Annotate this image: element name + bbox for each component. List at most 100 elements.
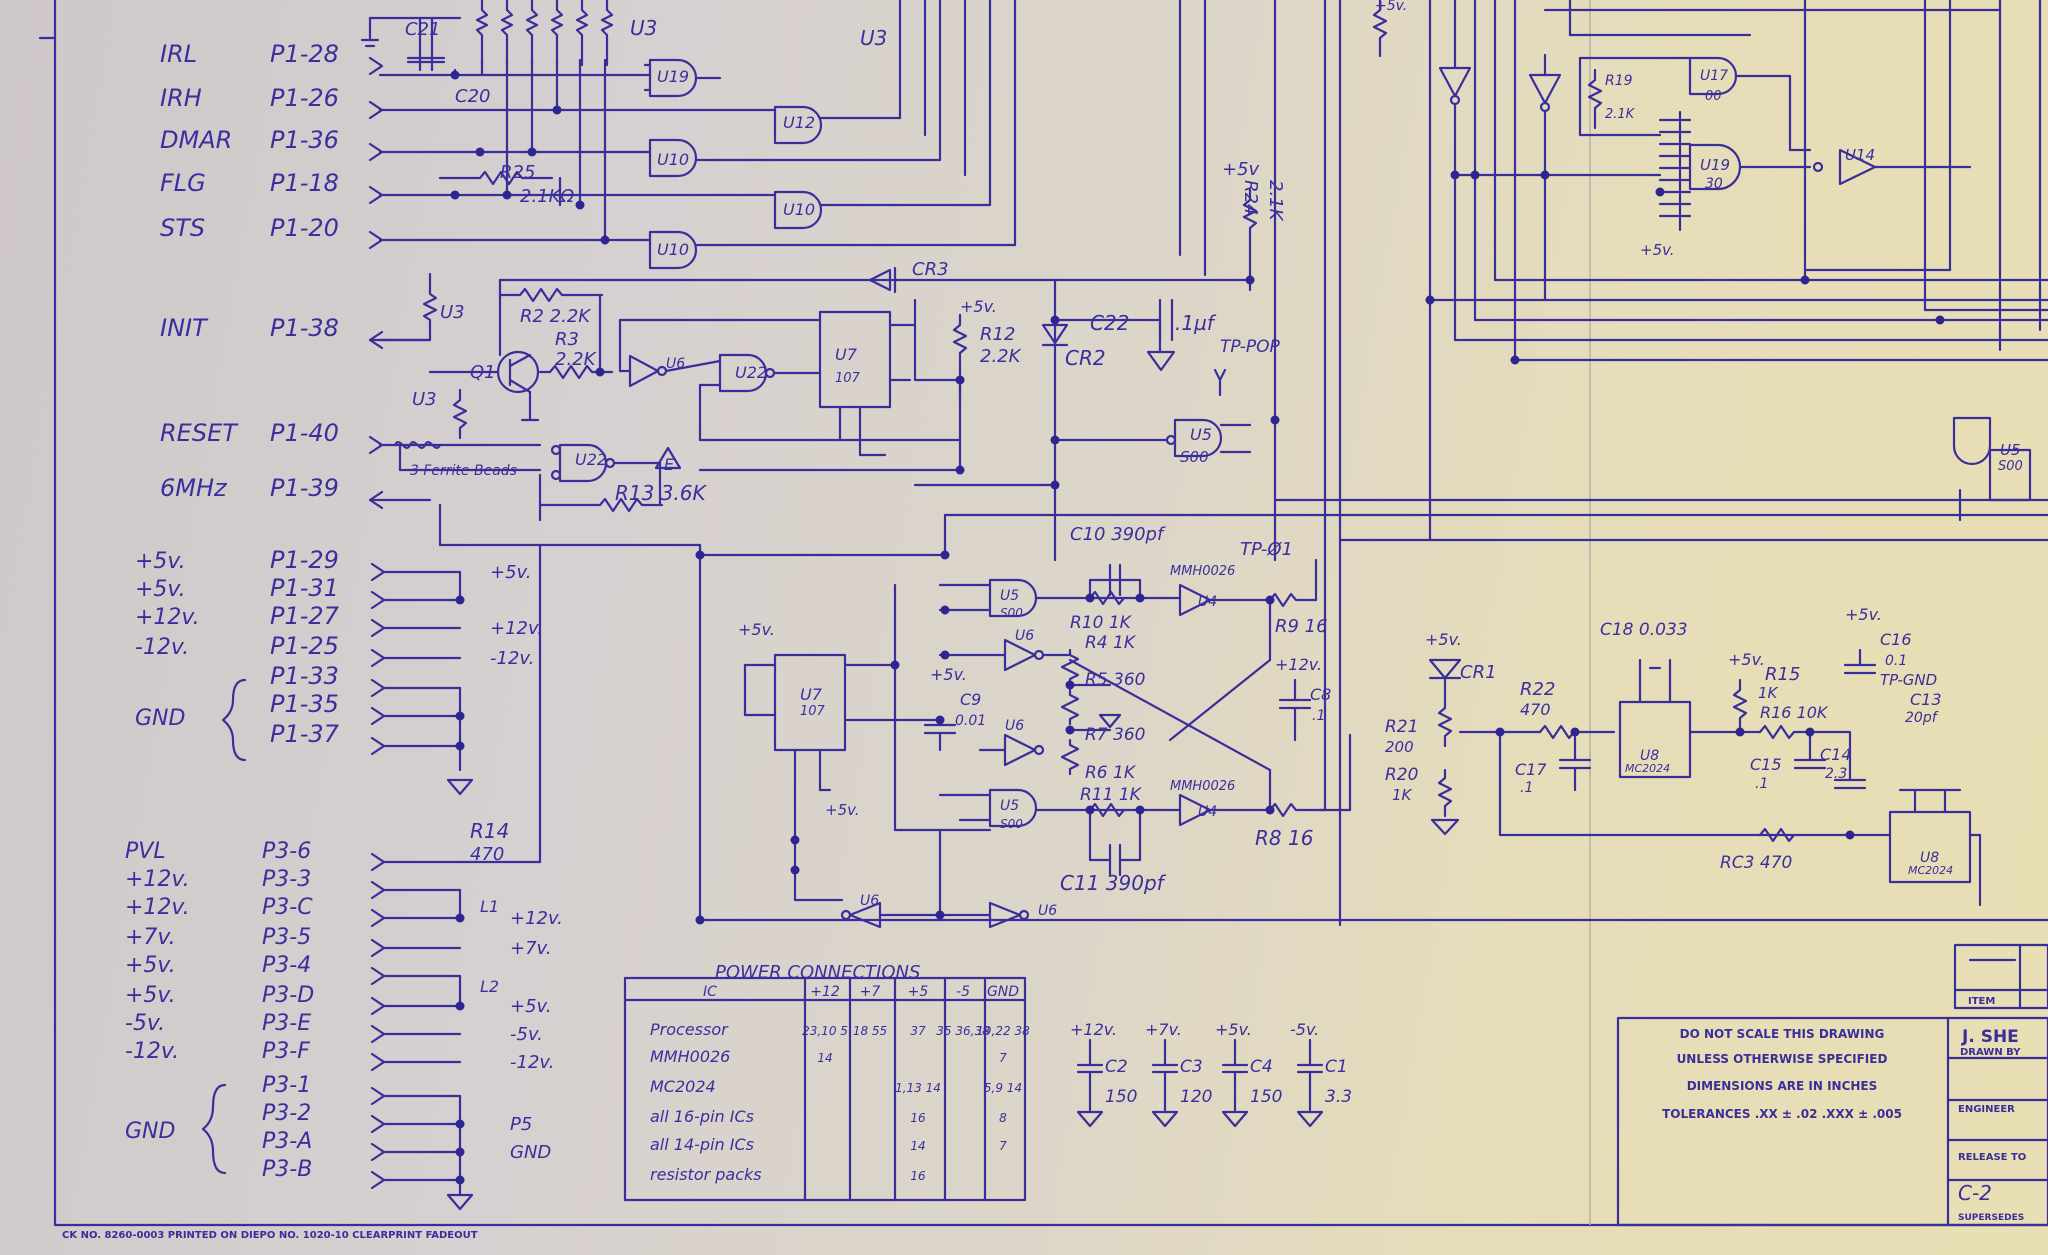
connector-pin-icon (370, 706, 386, 726)
junction-dot (1425, 295, 1435, 305)
signal-pin: P1-20 (270, 214, 339, 242)
junction-dot (595, 367, 605, 377)
junction-dot (695, 915, 705, 925)
connector-pin-icon (370, 648, 386, 668)
component-label: R3 (555, 329, 579, 350)
power-table-header: -5 (956, 984, 970, 1000)
cap-name: C4 (1250, 1057, 1273, 1077)
component-label: C17 (1515, 760, 1547, 779)
junction-dot (450, 70, 460, 80)
component-label: U10 (783, 200, 815, 219)
signal-name: DMAR (160, 126, 232, 154)
junction-dot (1845, 830, 1855, 840)
component-label: C16 (1880, 630, 1912, 649)
component-label: C20 (455, 86, 490, 107)
component-label: C14 (1820, 745, 1852, 764)
power-pin: P3-3 (262, 867, 311, 892)
power-pin: P1-35 (270, 690, 339, 718)
signal-name: INIT (160, 314, 209, 342)
component-label: U3 (860, 26, 887, 50)
component-label: R11 1K (1080, 785, 1143, 805)
power-rail-name: +12v. (135, 605, 200, 630)
junction-dot (1050, 315, 1060, 325)
component-label: 00 (1705, 89, 1722, 104)
brace (221, 678, 247, 762)
component-label: +5v. (960, 297, 997, 316)
power-connections-table (623, 976, 1027, 1202)
junction-dot (1510, 355, 1520, 365)
cap-name: C2 (1105, 1057, 1128, 1077)
junction-dot (455, 1147, 465, 1157)
signal-connector-block (201, 56, 542, 1211)
power-net-label: -5v. (510, 1024, 543, 1045)
component-label: U6 (1015, 628, 1034, 644)
signal-name: IRH (160, 84, 202, 112)
power-rail-name: -12v. (125, 1039, 179, 1064)
junction-dot (1270, 415, 1280, 425)
signal-name: RESET (160, 419, 239, 447)
power-pin: P1-25 (270, 632, 339, 660)
component-label: U4 (1198, 594, 1217, 610)
power-net-label: -12v. (490, 648, 534, 669)
component-label: 20pf (1905, 710, 1939, 726)
cap-name: C1 (1325, 1057, 1348, 1077)
component-label: TP-GND (1880, 671, 1937, 689)
power-table-cell: 23,10 5 (802, 1024, 848, 1038)
title-note: DO NOT SCALE THIS DRAWING (1680, 1027, 1885, 1041)
power-net-label: +7v. (510, 938, 551, 959)
power-table-cell: 35 36,38 (936, 1024, 990, 1038)
component-label: +5v. (1375, 0, 1407, 14)
cap-rail-label: +5v. (1215, 1020, 1252, 1039)
junction-dot (955, 465, 965, 475)
connector-pin-icon (370, 1170, 386, 1190)
junction-dot (475, 147, 485, 157)
connector-pin-icon (370, 618, 386, 638)
junction-dot (1135, 593, 1145, 603)
component-label: TP-Ø1 (1240, 539, 1293, 560)
component-label: R12 (980, 324, 1015, 345)
power-net-label: -12v. (510, 1052, 554, 1073)
component-label: U7 (835, 345, 858, 364)
component-label: L1 (480, 897, 499, 916)
junction-dot (527, 147, 537, 157)
ground-icon (446, 778, 474, 796)
power-table-cell: 14 (910, 1139, 925, 1153)
component-label: +5v. (1425, 630, 1462, 649)
component-label: U17 (1700, 68, 1728, 84)
junction-dot (1265, 595, 1275, 605)
component-label: CR1 (1460, 662, 1497, 683)
component-label: 107 (800, 704, 826, 719)
component-label: R15 (1765, 664, 1800, 685)
cap-rail-label: +12v. (1070, 1020, 1117, 1039)
component-label: U10 (657, 240, 689, 259)
component-label: MMH0026 (1170, 779, 1235, 794)
power-rail-name: +5v. (135, 549, 186, 574)
power-table-header: IC (703, 984, 717, 1000)
cap-rail-label: -5v. (1290, 1020, 1319, 1039)
junction-dot (1935, 315, 1945, 325)
power-table-header: GND (987, 984, 1019, 1000)
component-label: L2 (480, 977, 499, 996)
brace (201, 1083, 227, 1175)
connector-pin-icon (370, 880, 386, 900)
component-label: 2.3 (1825, 766, 1847, 782)
power-table-cell: 19,22 38 (976, 1024, 1030, 1038)
component-label: R24 (1240, 180, 1261, 215)
power-rail-name: +5v. (125, 953, 176, 978)
component-label: U3 (440, 302, 465, 323)
power-rail-name: PVL (125, 839, 166, 864)
signal-pin: P1-28 (270, 40, 339, 68)
component-label: C18 0.033 (1600, 620, 1688, 640)
component-label: CR3 (912, 259, 949, 280)
power-rail-name: +5v. (125, 983, 176, 1008)
cap-name: C3 (1180, 1057, 1203, 1077)
power-net-label: P5 (510, 1114, 532, 1135)
component-label: +5v. (825, 801, 860, 819)
power-pin: P1-27 (270, 602, 340, 630)
cap-value: 150 (1105, 1087, 1137, 1107)
mc2024-oscillator (1318, 648, 1982, 907)
title-block (1616, 943, 2048, 1227)
component-label: U22 (575, 450, 607, 469)
